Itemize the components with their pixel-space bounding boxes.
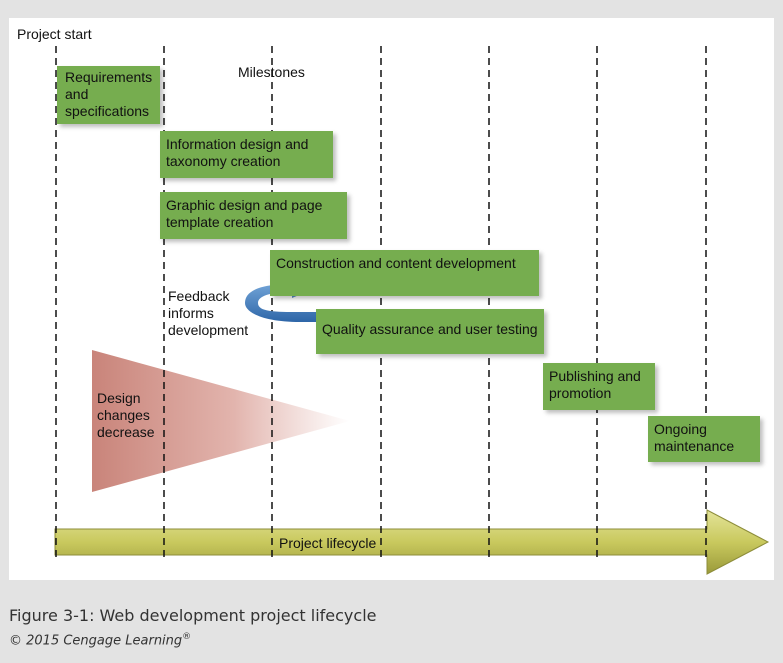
design-changes-wedge: [92, 350, 350, 492]
task-label-line: specifications: [65, 103, 150, 119]
feedback-line: development: [168, 322, 249, 338]
registered-mark: ®: [182, 632, 192, 642]
figure-caption: Figure 3-1: Web development project life…: [9, 606, 377, 625]
task-graphic-design: Graphic design and page template creatio…: [160, 192, 347, 239]
task-ongoing-maintenance: Ongoing maintenance: [648, 416, 760, 462]
task-quality-assurance: Quality assurance and user testing: [316, 309, 544, 354]
task-publishing: Publishing and promotion: [543, 363, 655, 410]
figure-credit: © 2015 Cengage Learning®: [9, 632, 191, 648]
design-changes-label: Design changes decrease: [97, 390, 155, 441]
task-label-line: template creation: [166, 214, 274, 230]
task-label-line: taxonomy creation: [166, 153, 281, 169]
feedback-line: informs: [168, 305, 214, 321]
task-label-line: Construction and content development: [276, 255, 516, 271]
task-label-line: Publishing and: [549, 368, 641, 384]
design-changes-line: Design: [97, 390, 141, 406]
task-label-line: Graphic design and page: [166, 197, 323, 213]
design-changes-line: decrease: [97, 424, 155, 440]
task-requirements: Requirements and specifications: [57, 66, 160, 124]
task-label-line: and: [65, 86, 89, 102]
task-information-design: Information design and taxonomy creation: [160, 131, 333, 178]
task-label-line: Quality assurance and user testing: [322, 321, 538, 337]
task-label-line: promotion: [549, 385, 612, 401]
feedback-line: Feedback: [168, 288, 230, 304]
task-label-line: Requirements: [65, 69, 153, 85]
task-construction: Construction and content development: [270, 250, 539, 296]
project-start-label: Project start: [17, 26, 92, 42]
task-label-line: maintenance: [654, 438, 735, 454]
task-label-line: Ongoing: [654, 421, 707, 437]
project-lifecycle-arrow: [54, 509, 770, 575]
design-changes-line: changes: [97, 407, 150, 423]
credit-text: © 2015 Cengage Learning: [9, 633, 183, 649]
feedback-label: Feedback informs development: [168, 288, 248, 339]
project-lifecycle-label: Project lifecycle: [279, 535, 377, 551]
milestones-label: Milestones: [238, 64, 305, 80]
task-label-line: Information design and: [166, 136, 309, 152]
